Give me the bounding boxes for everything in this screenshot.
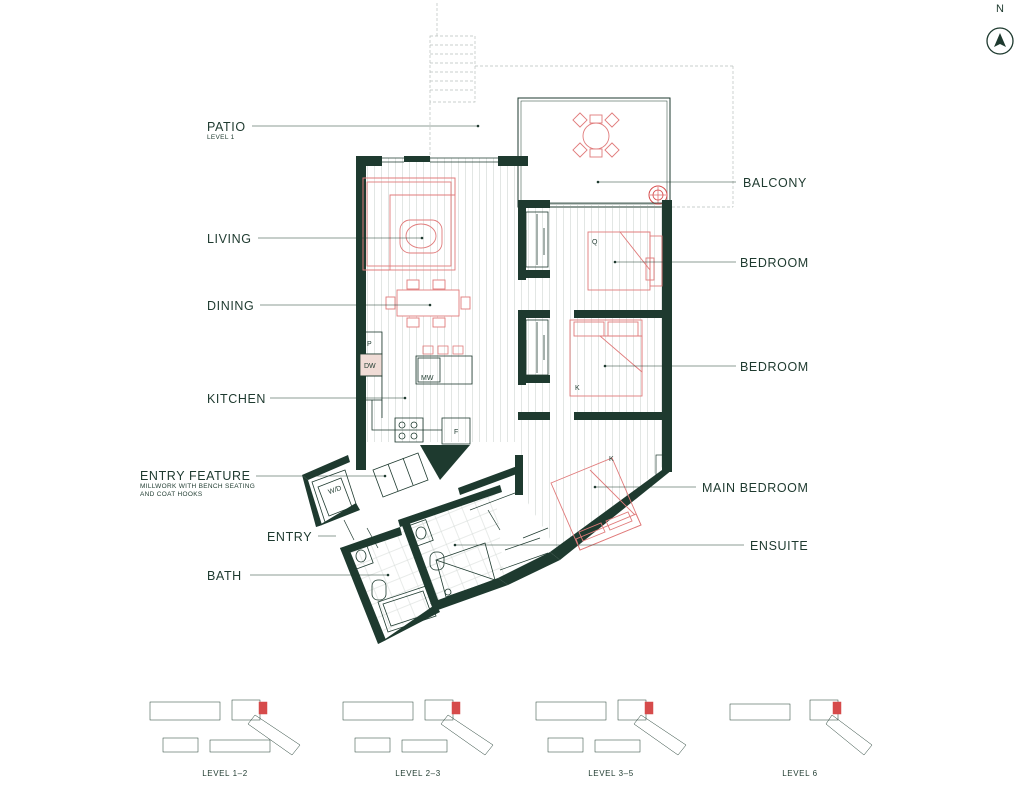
ensuite-fixtures	[408, 519, 496, 598]
island-stools	[422, 345, 464, 355]
dishwasher-tag: DW	[364, 363, 376, 370]
entry-label: ENTRY	[267, 530, 313, 544]
entry-feature-sub-2: AND COAT HOOKS	[140, 491, 203, 498]
key-plan-label-1: LEVEL 1–2	[202, 769, 248, 778]
main-bedroom-furniture	[550, 457, 642, 551]
entry-feature-sub-1: MILLWORK WITH BENCH SEATING	[140, 483, 256, 490]
key-plan-4	[729, 699, 873, 756]
ensuite-floor	[405, 490, 505, 605]
north-arrow-icon	[986, 27, 1014, 55]
dining-label: DINING	[207, 299, 255, 313]
bedroom-2-furniture	[569, 319, 643, 397]
leader-lines	[250, 125, 744, 576]
main-bedroom-label: MAIN BEDROOM	[702, 481, 809, 495]
key-plan-label-2: LEVEL 2–3	[395, 769, 441, 778]
main-bedroom-details	[469, 454, 665, 571]
walls	[302, 156, 672, 644]
windows	[382, 157, 671, 412]
living-label: LIVING	[207, 232, 252, 246]
kitchen-millwork	[359, 331, 473, 445]
bedroom-1-label: BEDROOM	[740, 256, 809, 270]
bedroom-1-furniture	[587, 231, 663, 291]
bed-king-tag-1: K	[575, 385, 580, 392]
bedroom-2-label: BEDROOM	[740, 360, 809, 374]
key-plan-3	[535, 699, 687, 756]
fridge-tag: F	[454, 429, 458, 436]
dining-table	[385, 279, 471, 328]
key-plan-label-4: LEVEL 6	[782, 769, 818, 778]
patio-stairs	[429, 3, 734, 208]
bed-king-tag-2: K	[609, 456, 614, 463]
entry-feature-label: ENTRY FEATURE	[140, 469, 251, 483]
kitchen-label: KITCHEN	[207, 392, 267, 406]
key-plan-2	[342, 699, 494, 756]
patio-label: PATIO	[207, 120, 246, 134]
doors	[343, 230, 549, 561]
key-plan-1	[149, 699, 301, 756]
pantry-tag: P	[367, 341, 372, 348]
bed-queen-tag: Q	[592, 239, 598, 246]
compass-label: N	[996, 3, 1004, 15]
balcony-area	[517, 97, 671, 208]
bath-label: BATH	[207, 569, 242, 583]
microwave-tag: MW	[421, 375, 434, 382]
ensuite-label: ENSUITE	[750, 539, 809, 553]
bath-fixtures	[346, 541, 437, 633]
balcony-label: BALCONY	[743, 176, 807, 190]
entry-feature-millwork	[311, 452, 429, 523]
patio-sublabel: LEVEL 1	[207, 134, 235, 141]
living-furniture	[362, 177, 456, 271]
key-plan-label-3: LEVEL 3–5	[588, 769, 634, 778]
washer-dryer-tag: W/D	[327, 485, 342, 496]
